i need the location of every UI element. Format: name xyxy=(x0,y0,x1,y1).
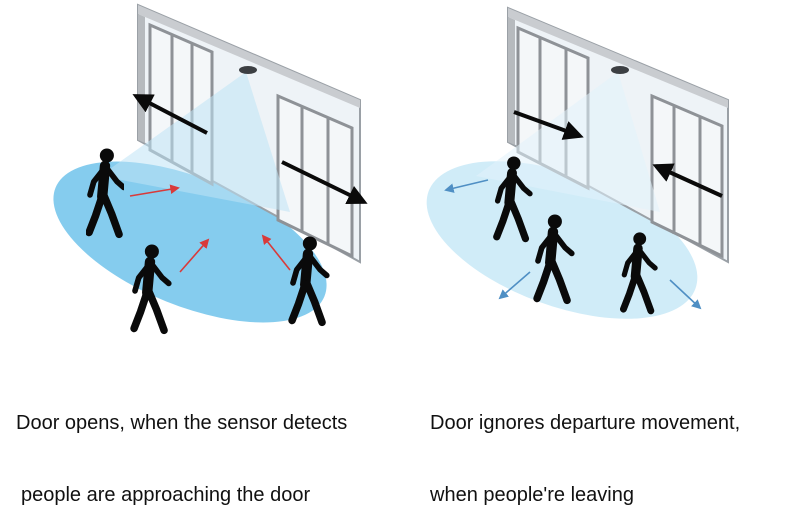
door-close-arrow-right xyxy=(652,163,723,198)
door-close-arrow-left xyxy=(513,110,584,140)
panel-ignoring xyxy=(426,6,729,319)
caption-line: when people're leaving xyxy=(430,484,634,506)
door-sensor-diagram xyxy=(53,3,729,414)
sensor-beam xyxy=(100,72,290,212)
motion-sensor-icon xyxy=(239,66,257,74)
approach-arrow-2 xyxy=(179,238,210,273)
caption-line: Door opens, when the sensor detects xyxy=(16,412,348,434)
door-open-arrow-left xyxy=(132,94,208,135)
caption-line: people are approaching the door xyxy=(21,484,311,506)
caption-ignoring: Door ignores departure movement, when pe… xyxy=(430,363,740,531)
sensor-beam xyxy=(476,72,660,212)
detection-zone-active xyxy=(53,161,327,323)
door-panel-right xyxy=(650,93,724,259)
approach-arrow-1 xyxy=(129,184,180,197)
leave-arrow-2 xyxy=(498,271,531,300)
door-open-arrow-right xyxy=(281,160,368,204)
motion-sensor-icon xyxy=(611,66,629,74)
panel-opening xyxy=(53,3,368,356)
approach-arrow-3 xyxy=(261,234,291,271)
caption-line: Door ignores departure movement, xyxy=(430,412,741,434)
leave-arrow-3 xyxy=(669,279,702,310)
leave-arrow-1 xyxy=(444,179,489,193)
caption-opening: Door opens, when the sensor detects peop… xyxy=(16,363,347,531)
